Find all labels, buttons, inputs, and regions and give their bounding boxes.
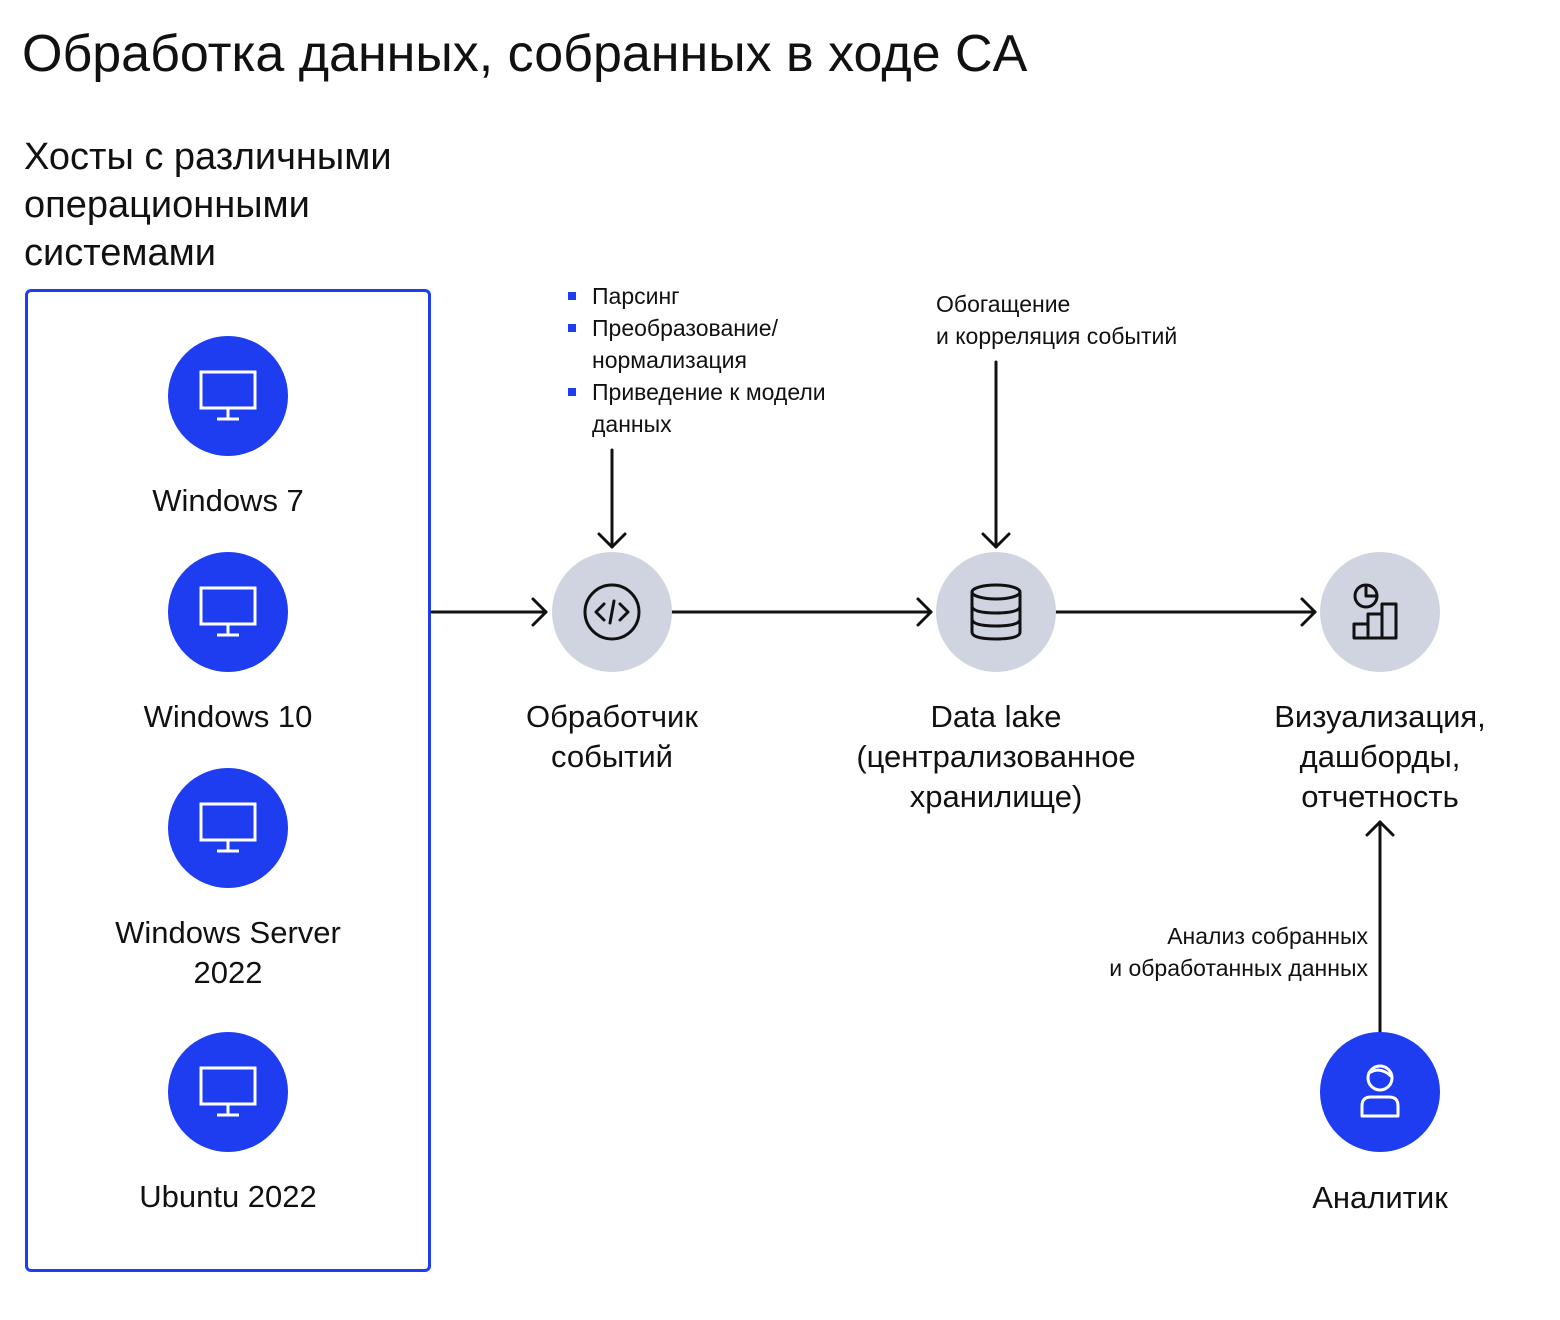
user-icon — [1360, 1064, 1400, 1118]
hosts-group — [25, 289, 431, 1272]
hosts-heading-line: Хосты с различными — [24, 136, 392, 178]
monitor-icon — [199, 586, 257, 637]
processing-step: Преобразование/ нормализация — [568, 312, 822, 376]
enrichment-note: Обогащение и корреляция событий — [936, 288, 1177, 352]
host-windows-server-2022 — [168, 768, 288, 888]
hosts-heading: Хосты с различными операционными система… — [24, 133, 392, 277]
monitor-icon — [199, 1066, 257, 1117]
processing-steps-list: Парсинг Преобразование/ нормализация При… — [568, 280, 862, 440]
monitor-icon — [199, 370, 257, 421]
hosts-heading-line: системами — [24, 232, 216, 274]
host-label: Windows 7 — [152, 483, 304, 518]
analyst-label: Аналитик — [1312, 1180, 1448, 1215]
analysis-note-line: Анализ собранных — [1167, 923, 1368, 949]
visualization-label-line: дашборды, — [1299, 739, 1461, 774]
enrichment-note-line: и корреляция событий — [936, 323, 1178, 349]
processing-step: Парсинг — [568, 280, 862, 312]
analysis-note-line: и обработанных данных — [1109, 955, 1368, 981]
host-label: Ubuntu 2022 — [139, 1179, 317, 1214]
data-lake-node — [936, 552, 1056, 672]
event-processor-node — [552, 552, 672, 672]
monitor-icon — [199, 802, 257, 853]
host-label: Windows Server 2022 — [115, 915, 341, 990]
processing-step: Приведение к модели данных — [568, 376, 862, 440]
page-title: Обработка данных, собранных в ходе CA — [22, 25, 1028, 83]
visualization-label-line: Визуализация, — [1274, 699, 1486, 734]
host-ubuntu-2022 — [168, 1032, 288, 1152]
host-windows-7 — [168, 336, 288, 456]
code-icon — [583, 583, 641, 641]
analyst-node — [1320, 1032, 1440, 1152]
visualization-label: Визуализация, дашборды, отчетность — [1248, 697, 1512, 817]
visualization-label-line: отчетность — [1301, 779, 1459, 814]
host-label: Windows 10 — [143, 699, 313, 734]
data-lake-label: Data lake (централизованное хранилище) — [856, 699, 1136, 814]
visualization-node — [1320, 552, 1440, 672]
event-processor-label: Обработчик событий — [526, 699, 698, 774]
analysis-note: Анализ собранных и обработанных данных — [1078, 920, 1368, 984]
database-icon — [970, 583, 1022, 641]
enrichment-note-line: Обогащение — [936, 291, 1071, 317]
hosts-heading-line: операционными — [24, 184, 310, 226]
chart-icon — [1352, 583, 1398, 640]
host-windows-10 — [168, 552, 288, 672]
